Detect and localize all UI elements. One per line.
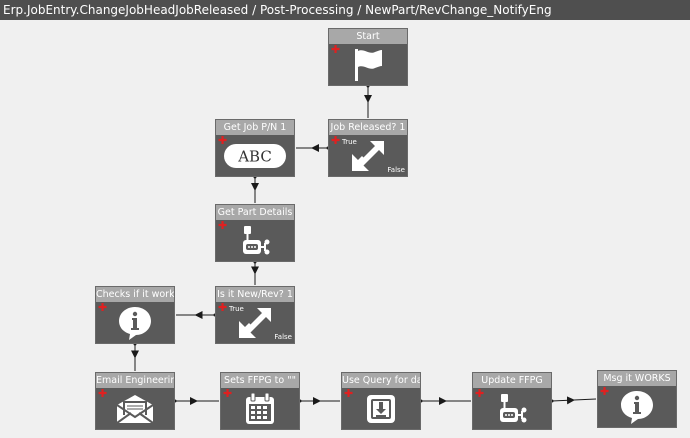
node-label: Is it New/Rev? 1 — [216, 287, 294, 302]
true-branch-label: True — [342, 138, 357, 146]
node-label: Msg it WORKS — [598, 371, 676, 386]
calendar-icon — [243, 392, 277, 426]
node-body: ✚ — [96, 388, 174, 429]
node-job-released[interactable]: Job Released? 1 ✚ True False — [328, 119, 408, 177]
add-plus-icon[interactable]: ✚ — [218, 301, 228, 314]
node-checks-works[interactable]: Checks if it works ✚ — [95, 286, 175, 344]
envelope-icon — [114, 393, 156, 425]
widget-icon — [495, 392, 529, 426]
node-label: Get Part Details — [216, 205, 294, 220]
node-email-engineering[interactable]: Email Engineering ✚ — [95, 372, 175, 430]
add-plus-icon[interactable]: ✚ — [331, 43, 341, 56]
condition-arrow-icon — [350, 139, 386, 173]
info-bubble-icon — [117, 305, 153, 341]
node-sets-ffpg[interactable]: Sets FFPG to "" ✚ — [220, 372, 300, 430]
true-branch-label: True — [229, 305, 244, 313]
node-body: ✚ True False — [329, 135, 407, 176]
node-use-query[interactable]: Use Query for data ✚ — [341, 372, 421, 430]
abc-icon-text: ABC — [237, 147, 272, 165]
add-plus-icon[interactable]: ✚ — [223, 387, 233, 400]
connector-update_ffpg-to-msg_works[interactable] — [551, 396, 597, 405]
node-start[interactable]: Start ✚ — [328, 28, 408, 86]
abc-icon: ABC — [223, 143, 287, 169]
node-body: ✚ — [329, 44, 407, 85]
node-label: Use Query for data — [342, 373, 420, 388]
add-plus-icon[interactable]: ✚ — [475, 387, 485, 400]
node-label: Job Released? 1 — [329, 120, 407, 135]
flag-icon — [351, 47, 385, 83]
node-body: ✚ — [598, 386, 676, 427]
node-body: ✚ — [221, 388, 299, 429]
add-plus-icon[interactable]: ✚ — [98, 301, 108, 314]
node-update-ffpg[interactable]: Update FFPG ✚ — [472, 372, 552, 430]
add-plus-icon[interactable]: ✚ — [344, 387, 354, 400]
condition-arrow-icon — [237, 306, 273, 340]
query-download-icon — [364, 392, 398, 426]
window-title: Erp.JobEntry.ChangeJobHeadJobReleased / … — [0, 0, 690, 20]
false-branch-label: False — [387, 166, 405, 174]
node-body: ✚ True False — [216, 302, 294, 343]
add-plus-icon[interactable]: ✚ — [218, 134, 228, 147]
node-body: ✚ — [216, 220, 294, 261]
node-body: ✚ ABC — [216, 135, 294, 176]
node-body: ✚ — [96, 302, 174, 343]
info-bubble-icon — [619, 389, 655, 425]
node-is-new-rev[interactable]: Is it New/Rev? 1 ✚ True False — [215, 286, 295, 344]
node-label: Get Job P/N 1 — [216, 120, 294, 135]
add-plus-icon[interactable]: ✚ — [218, 219, 228, 232]
node-msg-works[interactable]: Msg it WORKS ✚ — [597, 370, 677, 428]
node-label: Sets FFPG to "" — [221, 373, 299, 388]
false-branch-label: False — [274, 333, 292, 341]
node-get-job-pn[interactable]: Get Job P/N 1 ✚ ABC — [215, 119, 295, 177]
node-body: ✚ — [473, 388, 551, 429]
add-plus-icon[interactable]: ✚ — [331, 134, 341, 147]
node-label: Update FFPG — [473, 373, 551, 388]
add-plus-icon[interactable]: ✚ — [98, 387, 108, 400]
node-get-part-details[interactable]: Get Part Details ✚ — [215, 204, 295, 262]
node-body: ✚ — [342, 388, 420, 429]
widget-icon — [238, 224, 272, 258]
add-plus-icon[interactable]: ✚ — [600, 385, 610, 398]
node-label: Checks if it works — [96, 287, 174, 302]
node-label: Email Engineering — [96, 373, 174, 388]
node-label: Start — [329, 29, 407, 44]
workflow-canvas[interactable]: Start ✚ Job Released? 1 ✚ True False — [0, 20, 690, 438]
